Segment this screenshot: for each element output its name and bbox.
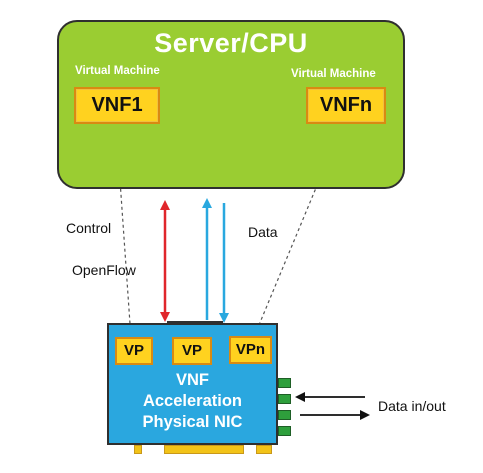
openflow-label: OpenFlow <box>72 262 136 278</box>
vm-label-right: Virtual Machine <box>291 68 376 80</box>
nic-bus-notch <box>167 321 223 325</box>
nic-port-3 <box>278 410 291 420</box>
data-in-out-label: Data in/out <box>378 398 446 414</box>
nic-port-4 <box>278 426 291 436</box>
server-title: Server/CPU <box>154 28 308 58</box>
nic-title-line2: Acceleration <box>142 392 243 410</box>
nic-title-line3: Physical NIC <box>142 413 243 431</box>
nic-port-2 <box>278 394 291 404</box>
nic-title: VNF Acceleration Physical NIC <box>107 370 278 433</box>
data-label: Data <box>248 224 278 240</box>
vnf1-box: VNF1 <box>74 87 160 124</box>
nic-port-1 <box>278 378 291 388</box>
vpn-box: VPn <box>229 336 272 364</box>
nic-edge-connector-left <box>134 445 142 454</box>
vp2-box: VP <box>172 337 212 365</box>
control-label: Control <box>66 220 112 236</box>
nic-title-line1: VNF <box>176 371 209 389</box>
nic-edge-connector-main <box>164 445 244 454</box>
vp1-box: VP <box>115 337 153 365</box>
vnfn-box: VNFn <box>306 87 386 124</box>
nic-edge-connector-right <box>256 445 272 454</box>
vm-label-left: Virtual Machine <box>75 65 160 77</box>
server-cpu-box: Server/CPU <box>57 20 405 189</box>
